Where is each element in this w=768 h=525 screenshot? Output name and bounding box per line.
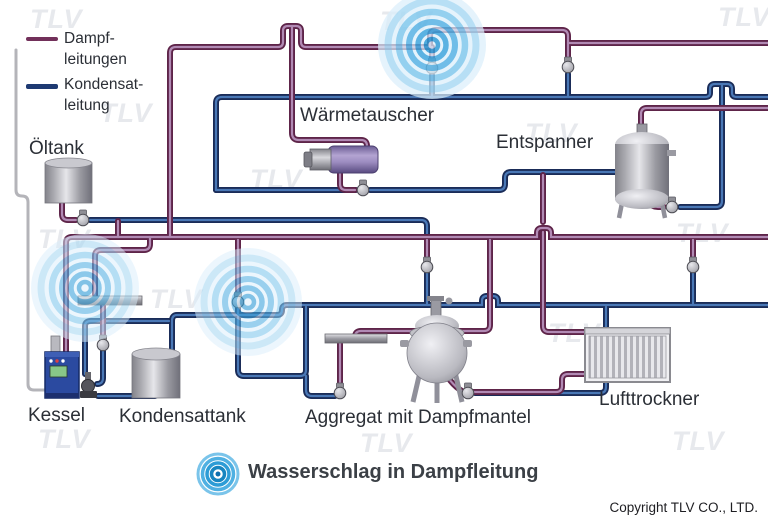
tlv-watermark: TLV xyxy=(525,118,578,148)
label-boiler: Kessel xyxy=(28,405,86,426)
tlv-watermark: TLV xyxy=(100,98,153,128)
water-hammer-ripple xyxy=(194,248,302,356)
oil-tank xyxy=(44,157,93,204)
tlv-watermark: TLV xyxy=(718,2,768,32)
steam-trap xyxy=(561,56,575,74)
steam-trap xyxy=(461,382,475,400)
tlv-watermark: TLV xyxy=(150,284,203,314)
tlv-watermark: TLV xyxy=(38,424,91,454)
condensate-tank xyxy=(131,347,181,399)
tlv-watermark: TLV xyxy=(676,218,729,248)
label-condensate-tank: Kondensattank xyxy=(119,406,246,427)
tlv-watermark: TLV xyxy=(30,4,83,34)
vent-line xyxy=(14,48,54,392)
legend-steam-swatch xyxy=(26,37,58,41)
water-hammer-icon xyxy=(196,452,240,496)
steam-trap xyxy=(356,179,370,197)
flash-vessel xyxy=(615,123,676,219)
air-dryer xyxy=(584,327,671,383)
jacketed-vessel xyxy=(400,296,472,403)
boiler xyxy=(44,335,80,399)
legend-steam-label: Dampf- leitungen xyxy=(64,30,127,68)
copyright-notice: Copyright TLV CO., LTD. xyxy=(609,500,758,515)
steam-trap xyxy=(76,209,90,227)
steam-trap xyxy=(333,382,347,400)
steam-trap xyxy=(420,256,434,274)
water-hammer-ripple xyxy=(378,0,486,99)
label-flash-vessel: Entspanner xyxy=(496,132,594,153)
legend-condensate-swatch xyxy=(26,84,58,89)
feed-pump xyxy=(80,372,97,398)
tlv-watermark: TLV xyxy=(360,428,413,458)
steam-trap xyxy=(686,256,700,274)
legend-condensate-label: Kondensat- leitung xyxy=(64,76,144,114)
heat-exchanger xyxy=(303,145,379,174)
water-hammer-ripple xyxy=(31,234,139,342)
label-oil-tank: Öltank xyxy=(29,138,84,159)
label-heat-exchanger: Wärmetauscher xyxy=(300,105,435,126)
label-air-dryer: Lufttrockner xyxy=(599,389,700,410)
label-jacketed-vessel: Aggregat mit Dampfmantel xyxy=(305,407,531,428)
steam-manifold-aggregat xyxy=(324,333,388,344)
tlv-watermark: TLV xyxy=(672,426,725,456)
water-hammer-caption: Wasserschlag in Dampfleitung xyxy=(248,461,539,483)
